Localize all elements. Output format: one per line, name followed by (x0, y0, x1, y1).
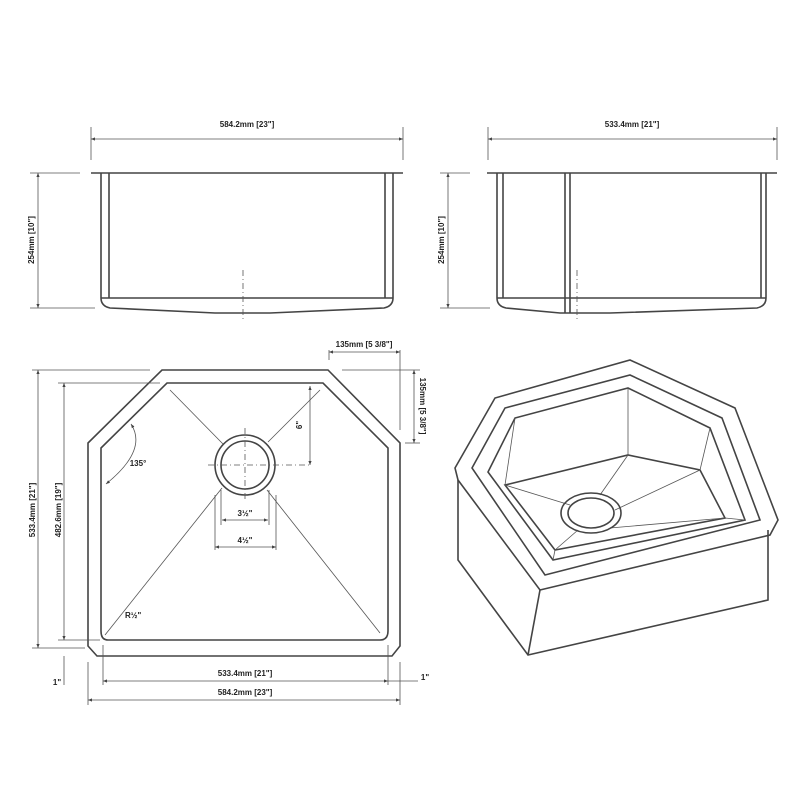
rim-right-label: 1" (421, 673, 429, 682)
rim-left-label: 1" (53, 678, 61, 687)
drain-outer-diameter-label: 4½" (238, 536, 253, 545)
front-height-label: 254mm [10"] (27, 216, 36, 264)
side-width-label: 533.4mm [21"] (605, 120, 660, 129)
inner-width-label: 533.4mm [21"] (218, 669, 273, 678)
corner-radius-label: R½" (125, 611, 141, 620)
corner-height-label: 135mm [5 3/8"] (418, 378, 427, 435)
side-elevation-view: 533.4mm [21"] 254mm [10"] (437, 120, 778, 320)
angle-label: 135° (130, 459, 147, 468)
plan-view: 6" 3½" 4½" 135° R½" 135mm [5 3/8"] 135mm… (28, 340, 429, 705)
isometric-view (454, 359, 779, 656)
inner-height-label: 482.6mm [19"] (54, 482, 63, 537)
front-elevation-view: 584.2mm [23"] 254mm [10"] (27, 120, 404, 320)
side-height-label: 254mm [10"] (437, 216, 446, 264)
outer-height-label: 533.4mm [21"] (28, 482, 37, 537)
corner-width-label: 135mm [5 3/8"] (336, 340, 393, 349)
inner-basin (100, 382, 389, 641)
drain-offset-label: 6" (295, 421, 304, 429)
drain-inner-diameter-label: 3½" (238, 509, 253, 518)
front-width-label: 584.2mm [23"] (220, 120, 275, 129)
outer-rim (87, 369, 401, 657)
outer-width-label: 584.2mm [23"] (218, 688, 273, 697)
drain-iso (560, 492, 622, 534)
